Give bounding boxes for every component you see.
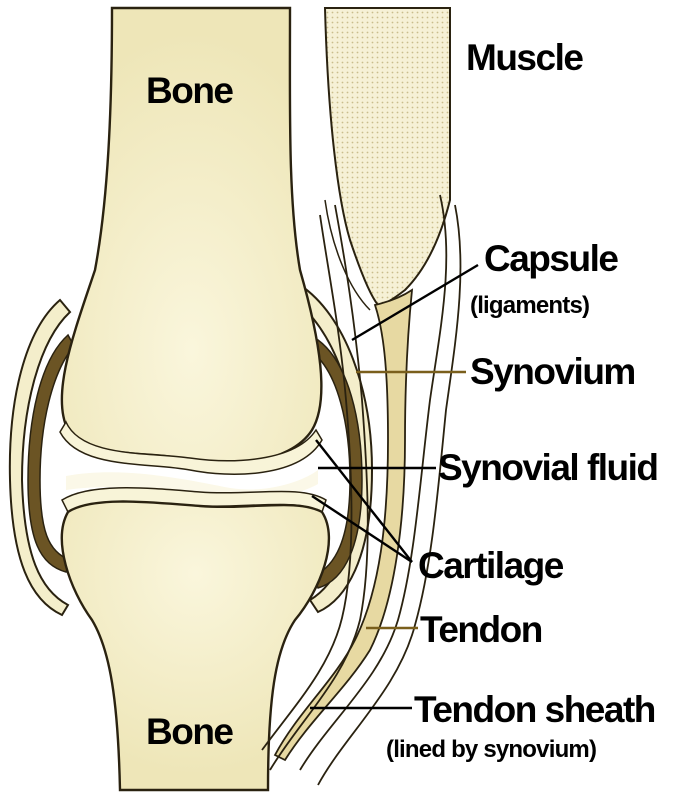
synovium-label: Synovium [470, 351, 635, 392]
capsule-label: Capsule [484, 238, 618, 279]
tendon-sheath-label: Tendon sheath [414, 689, 655, 730]
capsule-sub-label: (ligaments) [470, 292, 589, 319]
bone-top-label: Bone [146, 70, 233, 111]
tendon-sheath-sub-label: (lined by synovium) [386, 736, 596, 763]
synovial-fluid-label: Synovial fluid [438, 447, 658, 488]
bone-bottom-label: Bone [146, 711, 233, 752]
tendon-label: Tendon [420, 609, 542, 650]
muscle-label: Muscle [466, 37, 583, 78]
cartilage-label: Cartilage [418, 545, 564, 586]
